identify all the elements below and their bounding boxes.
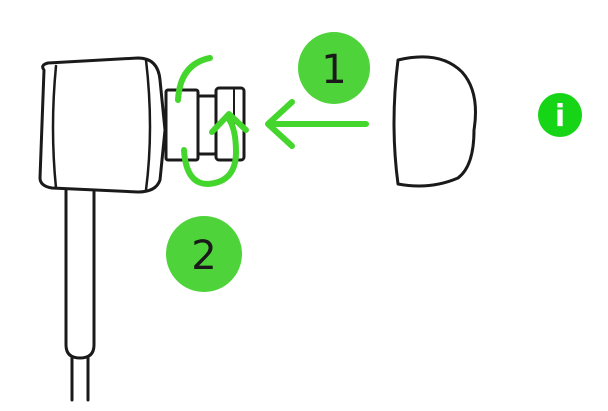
rotate-arrow-head [209, 111, 249, 135]
rotate-arrow [175, 55, 249, 188]
step-2-badge: 2 [166, 216, 242, 292]
rotate-arrow-loop [181, 115, 240, 188]
rotate-arrow-back-arc [175, 55, 213, 103]
info-icon[interactable]: i [538, 93, 582, 137]
info-icon-glyph: i [555, 99, 565, 134]
earphone-housing-seam [51, 64, 58, 190]
step-1-badge: 1 [298, 32, 370, 104]
nozzle-neck [196, 94, 218, 156]
insert-arrow [265, 99, 369, 149]
step-1-number: 1 [321, 47, 346, 93]
step-2-number: 2 [191, 233, 216, 279]
step-2-circle [166, 216, 242, 292]
insert-arrow-head [265, 99, 295, 149]
step-1-circle [298, 32, 370, 104]
earphone-illustration [38, 56, 246, 402]
ear-tip [392, 55, 477, 188]
earphone-stem [64, 183, 96, 360]
earphone-housing [38, 56, 167, 194]
info-icon-circle [538, 93, 582, 137]
earphone-housing-edge [144, 58, 152, 192]
